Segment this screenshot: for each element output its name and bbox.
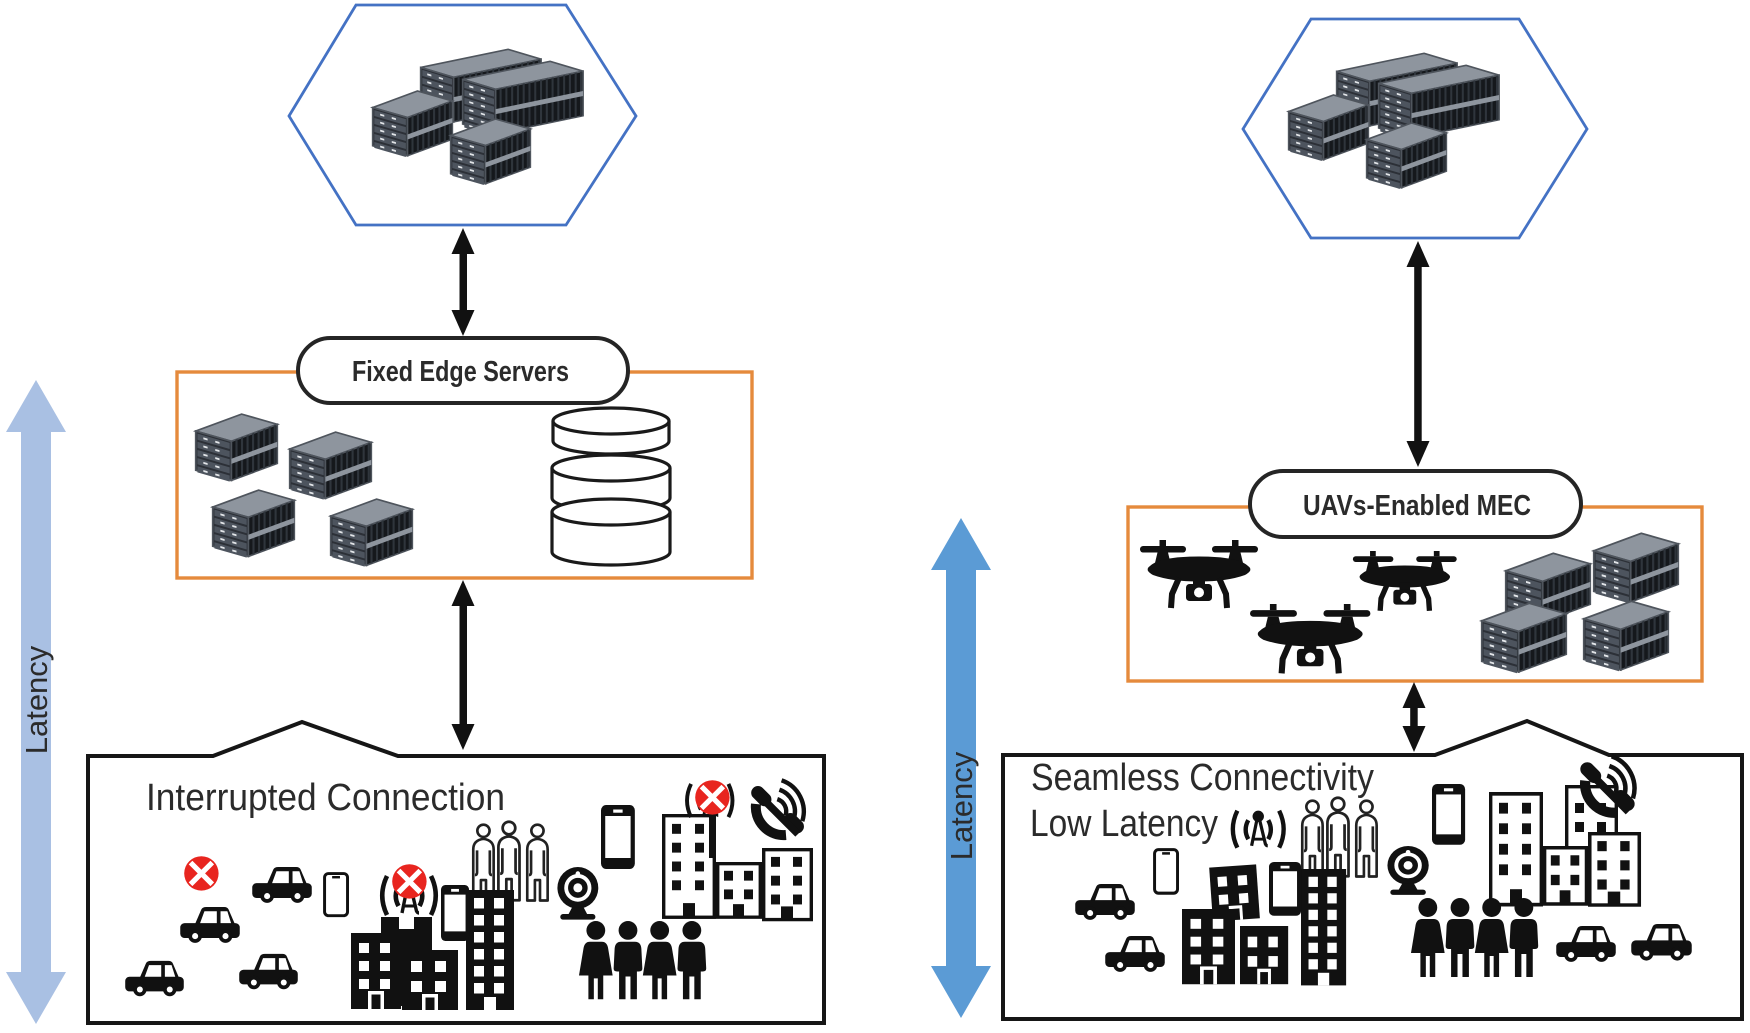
- svg-text:Fixed Edge Servers: Fixed Edge Servers: [352, 356, 569, 388]
- svg-text:Latency: Latency: [19, 645, 54, 754]
- svg-text:Low Latency: Low Latency: [1030, 803, 1218, 845]
- svg-text:Interrupted Connection: Interrupted Connection: [146, 777, 505, 819]
- svg-text:Latency: Latency: [944, 751, 979, 860]
- svg-text:Seamless Connectivity: Seamless Connectivity: [1031, 757, 1374, 799]
- svg-text:UAVs-Enabled MEC: UAVs-Enabled MEC: [1303, 490, 1531, 522]
